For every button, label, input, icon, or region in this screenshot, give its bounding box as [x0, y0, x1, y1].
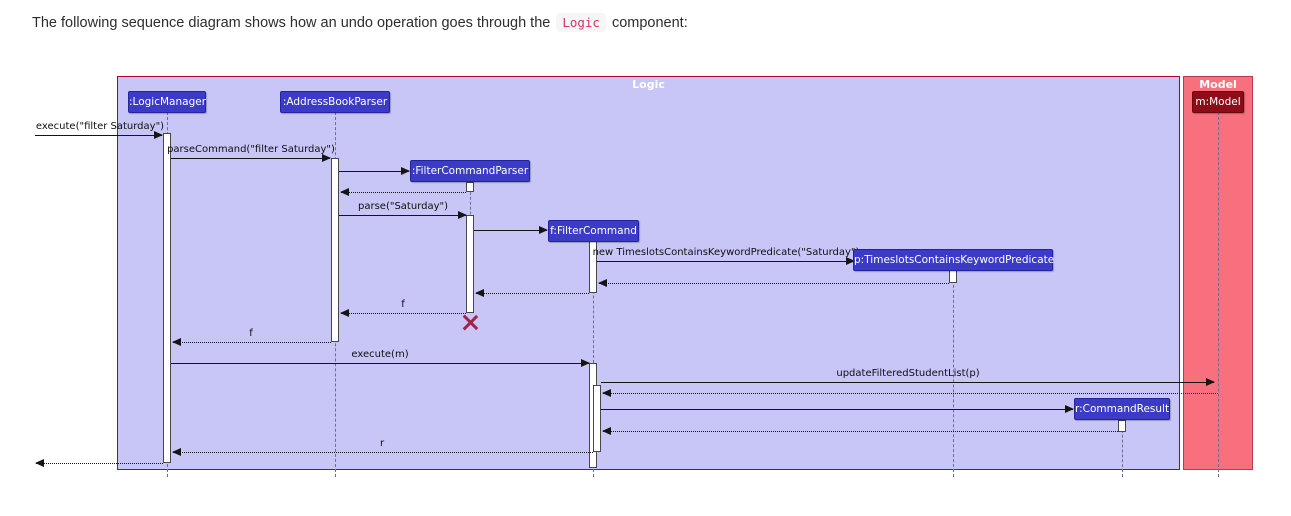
lifeline-commandresult	[1122, 420, 1123, 477]
intro-text: The following sequence diagram shows how…	[32, 13, 688, 32]
message-line-create-commandresult	[601, 409, 1073, 410]
message-line-return-parser-created	[341, 192, 466, 193]
message-label-parse: parse("Saturday")	[357, 201, 449, 212]
arrowhead-new-predicate	[846, 257, 855, 265]
arrowhead-return-f1	[340, 309, 349, 317]
intro-after: component:	[611, 14, 688, 31]
arrowhead-execute-m	[581, 359, 590, 367]
activation-predicate	[949, 270, 957, 283]
message-label-return-r: r	[379, 438, 385, 449]
arrowhead-parsecommand	[322, 154, 331, 162]
message-label-execute-m: execute(m)	[351, 349, 409, 360]
message-line-create-filtercommand	[474, 230, 547, 231]
arrowhead-execute	[154, 131, 163, 139]
message-line-return-filtercommand	[476, 293, 589, 294]
message-line-execute-m	[171, 363, 589, 364]
activation-filtercommandparser-create	[466, 182, 474, 192]
message-line-create-parser	[339, 171, 409, 172]
activation-addressbookparser	[331, 158, 339, 342]
destroy-x-icon	[461, 313, 480, 332]
arrowhead-create-parser	[401, 167, 410, 175]
arrowhead-return-filtercommand	[475, 289, 484, 297]
message-label-parsecommand: parseCommand("filter Saturday")	[167, 144, 335, 155]
arrowhead-create-commandresult	[1065, 405, 1074, 413]
message-line-return-model	[603, 393, 1218, 394]
message-label-return-f2: f	[249, 328, 253, 339]
participant-predicate: p:TimeslotsContainsKeywordPredicate	[853, 249, 1054, 271]
lifeline-predicate	[953, 270, 954, 477]
participant-model: m:Model	[1192, 91, 1244, 113]
arrowhead-return-predicate	[598, 279, 607, 287]
model-frame-title: Model	[1199, 78, 1237, 91]
message-line-updatefiltered	[601, 382, 1214, 383]
lifeline-filtercommand	[593, 241, 594, 477]
arrowhead-updatefiltered	[1206, 378, 1215, 386]
arrowhead-final-return	[35, 459, 44, 467]
message-line-return-predicate	[599, 283, 949, 284]
participant-addressbookparser: :AddressBookParser	[280, 91, 390, 113]
participant-commandresult: r:CommandResult	[1074, 398, 1170, 420]
message-label-new-predicate: new TimeslotsContainsKeywordPredicate("S…	[592, 247, 860, 258]
message-line-final-return	[36, 463, 163, 464]
arrowhead-create-filtercommand	[539, 226, 548, 234]
message-line-parsecommand	[171, 158, 330, 159]
participant-logicmanager: :LogicManager	[128, 91, 206, 113]
message-line-return-f1	[341, 313, 466, 314]
message-line-return-r	[173, 452, 593, 453]
message-line-execute	[35, 135, 162, 136]
arrowhead-parse	[458, 211, 467, 219]
logic-frame-title: Logic	[632, 78, 665, 91]
participant-filtercommandparser: :FilterCommandParser	[410, 160, 530, 182]
message-line-return-f2	[173, 342, 331, 343]
inline-code-chip: Logic	[556, 13, 606, 32]
arrowhead-return-model	[602, 389, 611, 397]
message-line-return-commandresult	[603, 431, 1118, 432]
activation-commandresult	[1118, 420, 1126, 432]
message-label-updatefiltered: updateFilteredStudentList(p)	[836, 368, 980, 379]
intro-before: The following sequence diagram shows how…	[32, 14, 551, 31]
arrowhead-return-f2	[172, 338, 181, 346]
arrowhead-return-parser-created	[340, 188, 349, 196]
lifeline-model	[1218, 112, 1219, 477]
activation-logicmanager	[163, 133, 171, 463]
logic-frame	[117, 76, 1180, 470]
participant-filtercommand: f:FilterCommand	[548, 220, 639, 242]
message-label-execute: execute("filter Saturday")	[35, 121, 165, 132]
message-label-return-f1: f	[401, 299, 405, 310]
message-line-new-predicate	[597, 261, 854, 262]
activation-filtercommandparser-parse	[466, 215, 474, 313]
arrowhead-return-r	[172, 448, 181, 456]
arrowhead-return-commandresult	[602, 427, 611, 435]
message-line-parse	[339, 215, 466, 216]
activation-filtercommand-execute-nested	[593, 385, 601, 452]
